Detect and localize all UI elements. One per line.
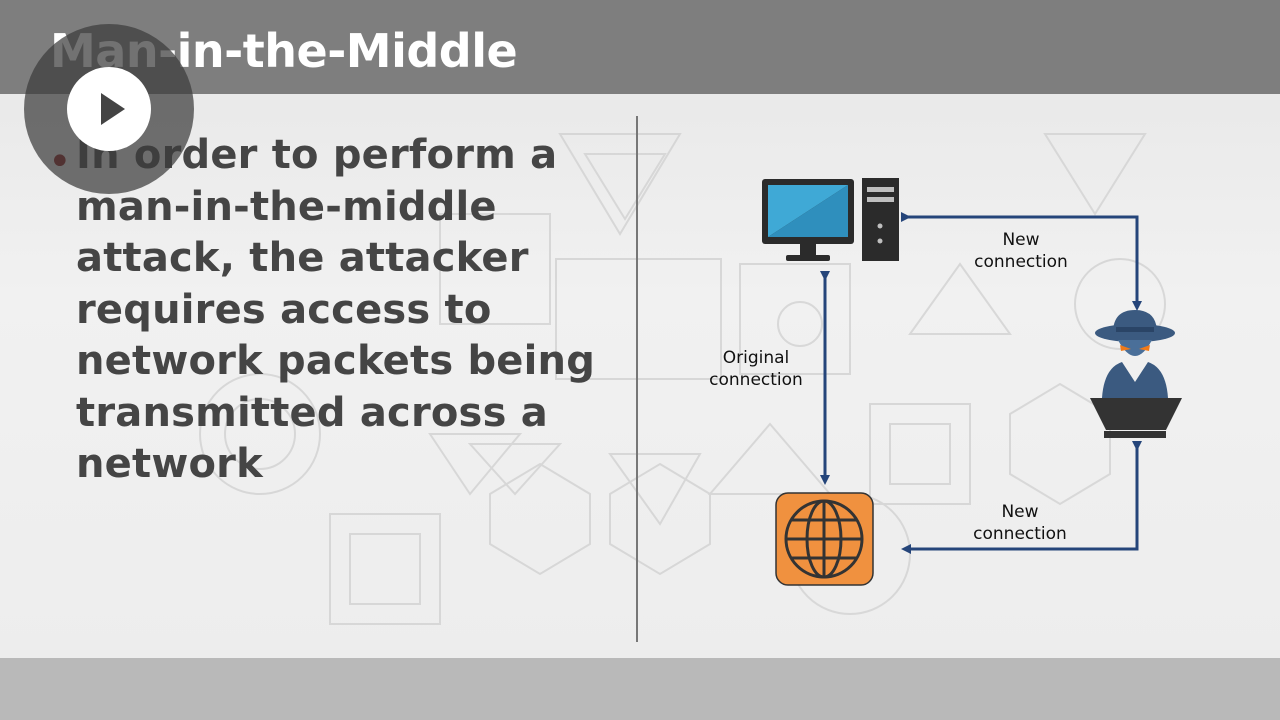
label-line: Original xyxy=(722,348,790,368)
label-line: New xyxy=(1002,230,1040,250)
desktop-computer-icon xyxy=(762,178,899,261)
label-line: connection xyxy=(974,252,1068,272)
bullet-line: transmitted across a xyxy=(76,389,548,436)
label-line: New xyxy=(1001,502,1039,522)
mitm-diagram: Original connection New connection New c… xyxy=(696,178,1182,586)
play-icon-circle xyxy=(67,67,151,151)
bullet-line: network packets being xyxy=(76,338,596,384)
label-line: connection xyxy=(973,524,1067,544)
play-button[interactable] xyxy=(24,24,194,194)
hacker-icon xyxy=(1090,310,1182,438)
bullet-line: attack, the attacker xyxy=(76,235,529,281)
original-connection-label: Original connection xyxy=(696,347,816,391)
player-bottom-bar xyxy=(0,658,1280,720)
play-icon xyxy=(101,93,125,125)
new-connection-bottom-label: New connection xyxy=(960,501,1080,545)
globe-icon xyxy=(775,492,874,586)
diagram-drawing xyxy=(762,178,1182,586)
connection-arrows xyxy=(820,212,1142,554)
bullet-line: requires access to xyxy=(76,286,492,333)
new-connection-top-label: New connection xyxy=(961,229,1081,273)
label-line: connection xyxy=(709,370,803,390)
bullet-line: network xyxy=(76,441,263,487)
bullet-line: man-in-the-middle xyxy=(76,183,497,230)
column-divider xyxy=(636,116,638,642)
